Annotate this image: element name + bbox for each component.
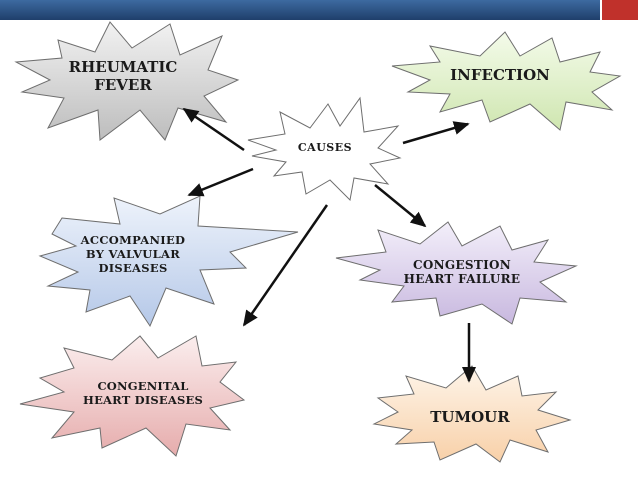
infection-burst	[391, 31, 622, 131]
congenital-label: CONGENITAL HEART DISEASES	[83, 379, 203, 407]
arrow-to-valvular	[187, 167, 254, 197]
causes-label: CAUSES	[297, 141, 353, 154]
top-bar-red	[600, 0, 638, 20]
tumour-label: TUMOUR	[430, 408, 510, 426]
top-bar-blue	[0, 0, 600, 20]
rheumatic-fever-burst	[14, 21, 240, 141]
arrow-to-rheumatic-fever	[182, 107, 245, 152]
top-bar	[0, 0, 638, 20]
infection-label: INFECTION	[450, 66, 550, 84]
congestion-label: CONGESTION HEART FAILURE	[403, 258, 521, 287]
congenital-burst	[19, 335, 246, 457]
arrow-to-congenital	[242, 204, 329, 327]
arrow-to-congestion	[374, 184, 427, 228]
rheumatic-fever-label: RHEUMATIC FEVER	[68, 58, 178, 94]
arrow-to-infection	[402, 121, 470, 145]
causes-burst	[247, 96, 402, 202]
valvular-label: ACCOMPANIED BY VALVULAR DISEASES	[80, 233, 186, 275]
valvular-burst	[38, 195, 299, 328]
congestion-burst	[335, 221, 578, 325]
